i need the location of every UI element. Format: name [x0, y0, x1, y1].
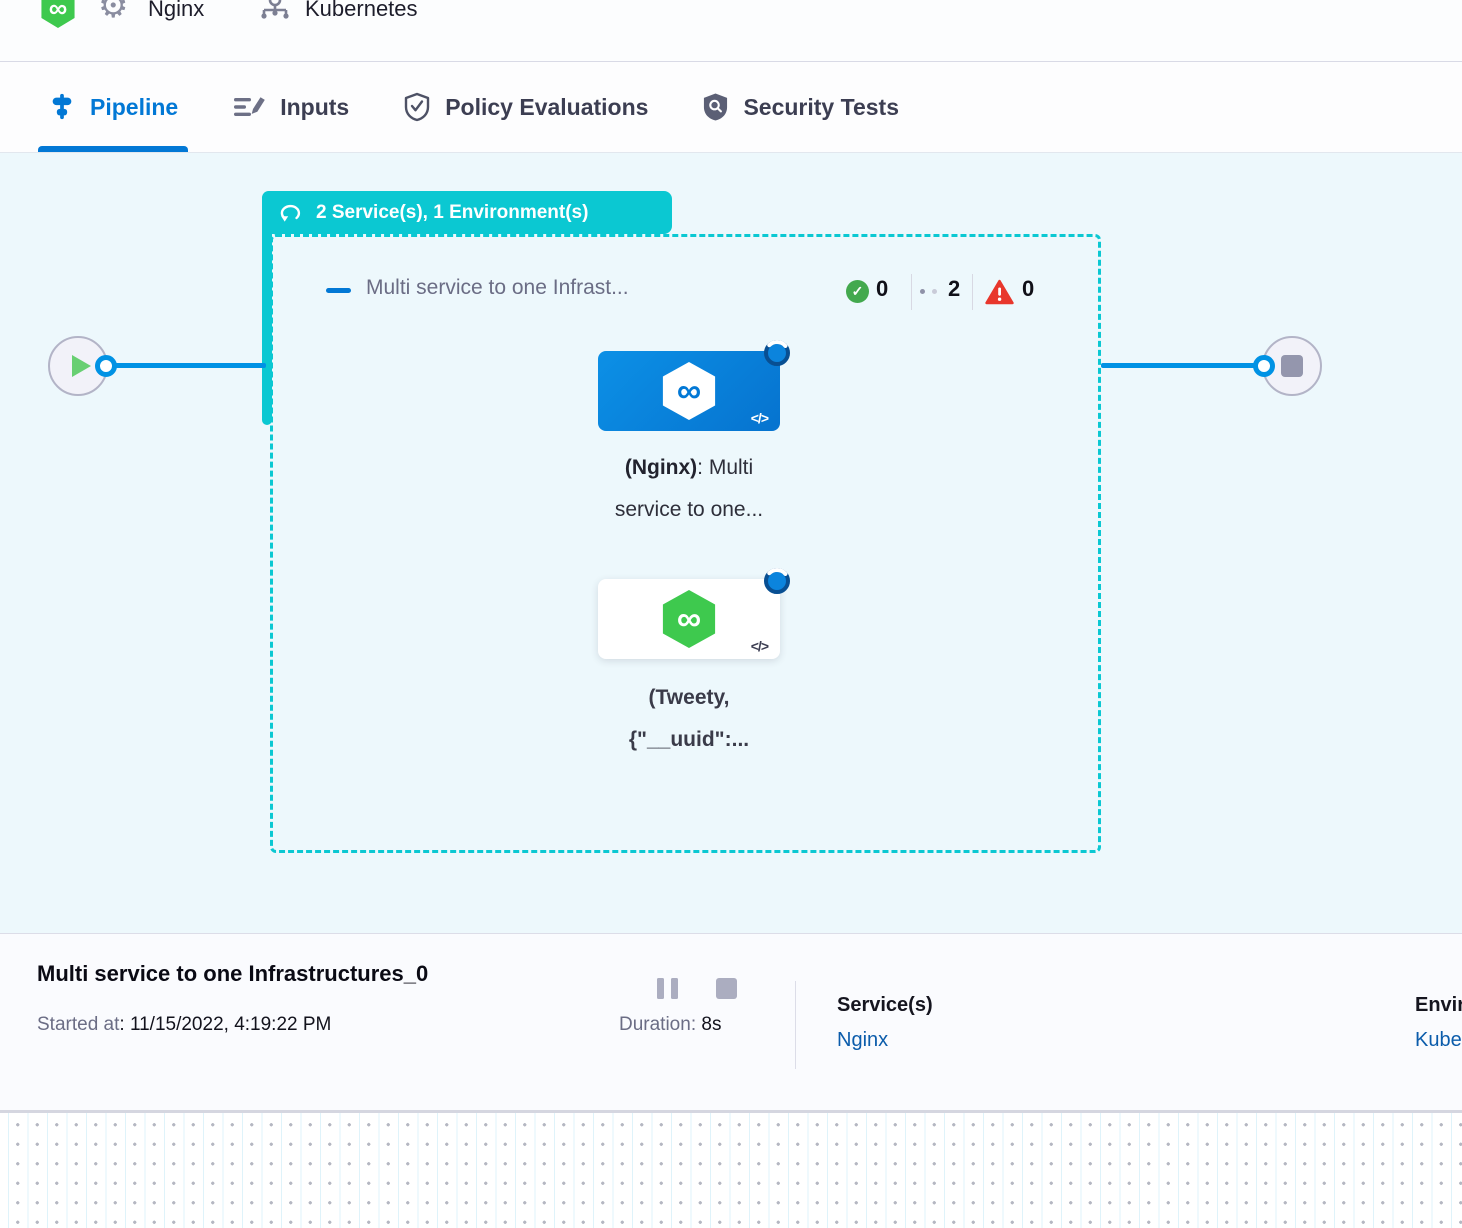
started-at-label: Started at [37, 1014, 120, 1035]
tab-policy-evaluations[interactable]: Policy Evaluations [393, 62, 658, 152]
loop-strategy-bar [262, 191, 272, 425]
environments-column-label: Environment(s) [1415, 994, 1462, 1016]
end-node-port [1253, 355, 1275, 377]
edge-start-to-stage [106, 363, 266, 368]
stop-icon [1281, 355, 1303, 377]
harness-infinity-icon: ∞ [662, 590, 716, 648]
success-count: 0 [876, 276, 889, 301]
stage-name-line2: service to one... [614, 498, 764, 521]
inputs-icon [234, 97, 266, 116]
tab-security-tests-label: Security Tests [743, 93, 899, 120]
environment-name-label: Kubernetes [305, 0, 418, 21]
stage-group-title: Multi service to one Infrast... [366, 276, 629, 299]
stage-card-nginx-label: (Nginx): Multi service to one... [569, 447, 809, 531]
tab-inputs[interactable]: Inputs [222, 62, 359, 152]
context-bar: ∞ ⚙ Nginx Kubernetes [0, 0, 1462, 62]
stage-card-tweety-label: (Tweety, {"__uuid":... [569, 677, 809, 761]
console-grid-background [0, 1110, 1462, 1228]
infinity-glyph: ∞ [676, 371, 702, 410]
stage-card-nginx[interactable]: ∞ </> [598, 351, 780, 431]
execution-title: Multi service to one Infrastructures_0 [37, 961, 429, 986]
footer-divider [795, 981, 796, 1069]
collapse-stage-group-button[interactable] [326, 288, 351, 293]
running-count-icon [920, 289, 937, 294]
service-link-nginx[interactable]: Nginx [837, 1029, 889, 1051]
edge-stage-to-end [1101, 363, 1265, 368]
stage-name-bold: (Tweety, [648, 686, 730, 709]
services-column-label: Service(s) [837, 994, 933, 1016]
duration-label: Duration: [619, 1014, 697, 1035]
gear-icon: ⚙ [98, 0, 129, 25]
stage-group-boundary [270, 234, 1101, 853]
duration: Duration: 8s [619, 1014, 721, 1036]
services-environments-chip[interactable]: 2 Service(s), 1 Environment(s) [262, 191, 672, 234]
start-node-port [95, 355, 117, 377]
tab-inputs-label: Inputs [280, 93, 350, 120]
check-glyph: ✓ [851, 283, 864, 299]
stage-name-line2: {"__uuid":... [628, 728, 750, 751]
code-template-icon: </> [750, 410, 769, 426]
security-shield-scan-icon [704, 93, 728, 121]
environment-cluster-icon [261, 0, 289, 19]
abort-execution-button[interactable] [716, 978, 737, 999]
execution-tabbar: Pipeline Inputs Policy Evaluations [0, 62, 1462, 152]
harness-logo-icon: ∞ [41, 0, 75, 28]
policy-shield-check-icon [405, 92, 430, 122]
count-divider [972, 274, 973, 310]
harness-infinity-icon: ∞ [662, 362, 716, 420]
success-count-icon: ✓ [846, 280, 869, 303]
pipeline-name-label: Nginx [148, 0, 205, 21]
started-at: Started at: 11/15/2022, 4:19:22 PM [37, 1014, 331, 1036]
environment-link-kubernetes[interactable]: Kubernetes [1415, 1029, 1462, 1051]
pipeline-graph-canvas[interactable]: 2 Service(s), 1 Environment(s) Multi ser… [0, 152, 1462, 933]
started-at-value: : 11/15/2022, 4:19:22 PM [119, 1014, 332, 1035]
play-icon [71, 355, 91, 377]
pause-execution-button[interactable] [657, 978, 678, 999]
pipeline-icon [52, 93, 72, 120]
running-spinner-icon [764, 340, 790, 366]
stage-name-bold: (Nginx) [624, 456, 698, 479]
infinity-glyph: ∞ [48, 0, 68, 23]
failed-count-icon [985, 279, 1014, 305]
duration-value: 8s [696, 1014, 722, 1035]
tab-pipeline-label: Pipeline [90, 93, 179, 120]
services-environments-chip-label: 2 Service(s), 1 Environment(s) [316, 201, 589, 223]
running-count: 2 [948, 276, 961, 301]
tab-security-tests[interactable]: Security Tests [692, 62, 909, 152]
execution-summary-bar: Multi service to one Infrastructures_0 S… [0, 933, 1462, 1110]
running-spinner-icon [764, 568, 790, 594]
code-template-icon: </> [750, 638, 769, 654]
stage-card-tweety[interactable]: ∞ </> [598, 579, 780, 659]
tab-pipeline[interactable]: Pipeline [38, 62, 189, 152]
count-divider [911, 274, 912, 310]
loop-icon [280, 204, 301, 222]
infinity-glyph: ∞ [676, 599, 702, 638]
stage-name-rest: : Multi [697, 456, 754, 479]
failed-count: 0 [1022, 276, 1035, 301]
tab-policy-evaluations-label: Policy Evaluations [445, 93, 649, 120]
